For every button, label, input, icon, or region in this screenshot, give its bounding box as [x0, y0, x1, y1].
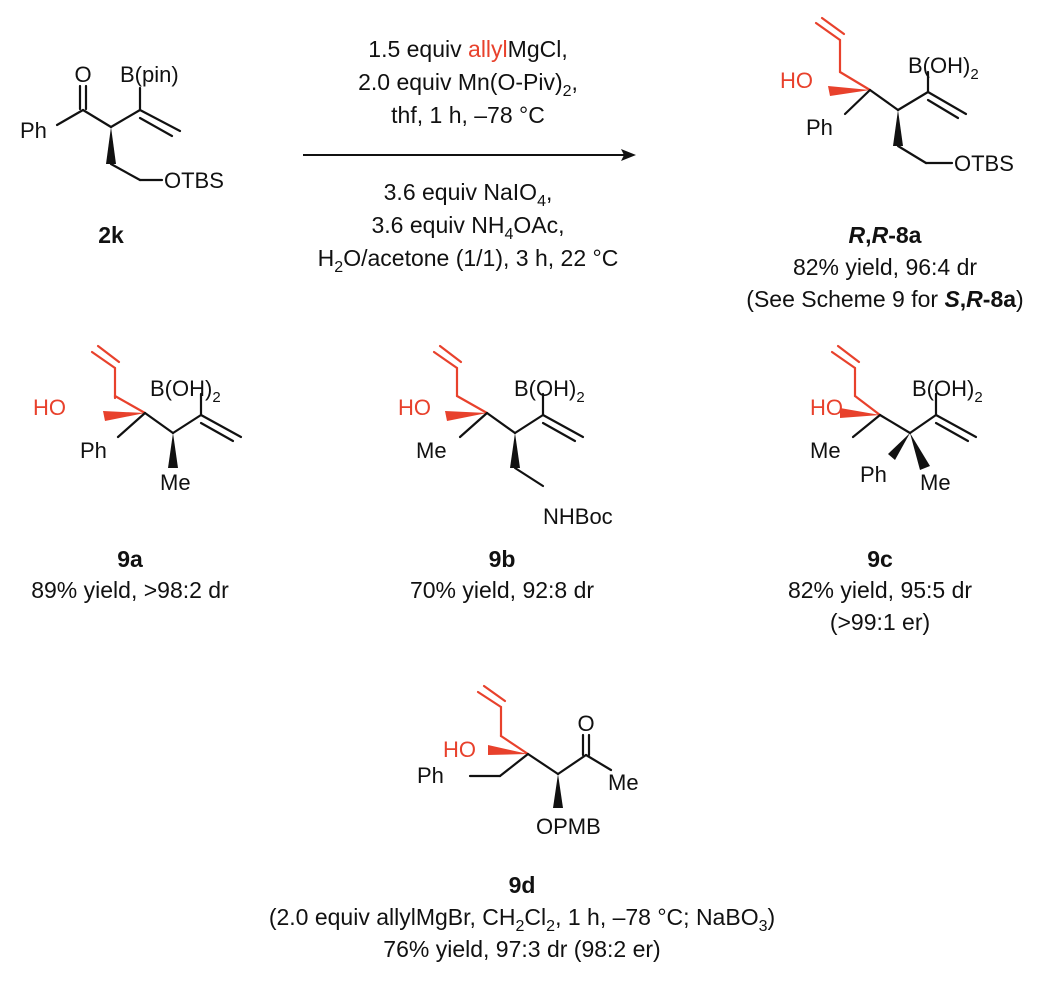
group-me-2: Me	[920, 470, 951, 495]
group-ho: HO	[780, 68, 813, 93]
allyl-highlight: allyl	[468, 36, 508, 62]
group-ho: HO	[443, 737, 476, 762]
svg-text:thf, 1 h, –78 °C: thf, 1 h, –78 °C	[391, 102, 545, 128]
compound-id: 9c	[867, 546, 893, 572]
group-boronic-acid: B(OH)2	[912, 376, 983, 406]
group-ph: Ph	[417, 763, 444, 788]
er-text: (>99:1 er)	[830, 609, 930, 635]
compound-9d: HO O Ph Me OPMB 9d (2.0 equiv allylMgBr,…	[269, 684, 775, 962]
reaction-arrow	[303, 149, 636, 161]
group-ph: Ph	[80, 438, 107, 463]
svg-text:1.5 equiv allylMgCl,: 1.5 equiv allylMgCl,	[368, 36, 567, 62]
atom-o: O	[74, 62, 91, 87]
group-ho: HO	[810, 395, 843, 420]
svg-text:3.6 equiv NH4OAc,: 3.6 equiv NH4OAc,	[372, 212, 565, 243]
svg-text:H2O/acetone (1/1), 3 h, 22 °C: H2O/acetone (1/1), 3 h, 22 °C	[318, 245, 619, 276]
group-me-1: Me	[810, 438, 841, 463]
group-ph: Ph	[860, 462, 887, 487]
atom-o: O	[577, 711, 594, 736]
group-otbs: OTBS	[164, 168, 224, 193]
structure-2k-bonds	[55, 84, 182, 182]
structure-9a-bonds	[90, 344, 243, 468]
yield-text: 82% yield, 95:5 dr	[788, 577, 972, 603]
compound-id: 9a	[117, 546, 143, 572]
yield-text: 82% yield, 96:4 dr	[793, 254, 977, 280]
group-boronic-acid: B(OH)2	[514, 376, 585, 406]
group-ph: Ph	[20, 118, 47, 143]
compound-2k: O B(pin) Ph OTBS 2k	[20, 62, 224, 248]
scheme-reference-note: (See Scheme 9 for S,R-8a)	[746, 286, 1023, 312]
yield-text: 70% yield, 92:8 dr	[410, 577, 594, 603]
compound-8a: HO B(OH)2 Ph OTBS R,R-8a 82% yield, 96:4…	[746, 16, 1024, 312]
group-me: Me	[416, 438, 447, 463]
compound-9c: HO B(OH)2 Me Ph Me 9c 82% yield, 95:5 dr…	[788, 344, 983, 635]
group-otbs: OTBS	[954, 151, 1014, 176]
structure-9b-bonds	[432, 344, 585, 488]
yield-text: 76% yield, 97:3 dr (98:2 er)	[383, 936, 660, 962]
group-boronic-acid: B(OH)2	[150, 376, 221, 406]
compound-9b: HO B(OH)2 Me NHBoc 9b 70% yield, 92:8 dr	[398, 344, 613, 603]
compound-id: 9b	[489, 546, 516, 572]
svg-text:2.0 equiv Mn(O-Piv)2,: 2.0 equiv Mn(O-Piv)2,	[358, 69, 578, 100]
structure-9d-bonds	[468, 684, 613, 808]
group-ho: HO	[33, 395, 66, 420]
group-opmb: OPMB	[536, 814, 601, 839]
compound-id: 2k	[98, 222, 124, 248]
group-nhboc: NHBoc	[543, 504, 613, 529]
compound-id: 9d	[509, 872, 536, 898]
group-ho: HO	[398, 395, 431, 420]
compound-9a: HO B(OH)2 Ph Me 9a 89% yield, >98:2 dr	[31, 344, 243, 603]
yield-text: 89% yield, >98:2 dr	[31, 577, 229, 603]
structure-8a-bonds	[814, 16, 968, 165]
svg-text:3.6 equiv NaIO4,: 3.6 equiv NaIO4,	[384, 179, 553, 210]
conditions-below: 3.6 equiv NaIO4, 3.6 equiv NH4OAc, H2O/a…	[318, 179, 619, 276]
conditions-above: 1.5 equiv allylMgCl, 2.0 equiv Mn(O-Piv)…	[358, 36, 578, 128]
compound-id: R,R-8a	[849, 222, 922, 248]
group-me: Me	[608, 770, 639, 795]
group-boronic-acid: B(OH)2	[908, 53, 979, 83]
group-ph: Ph	[806, 115, 833, 140]
group-bpin: B(pin)	[120, 62, 179, 87]
group-me: Me	[160, 470, 191, 495]
structure-9c-bonds	[830, 344, 978, 470]
conditions-text: (2.0 equiv allylMgBr, CH2Cl2, 1 h, –78 °…	[269, 904, 775, 935]
